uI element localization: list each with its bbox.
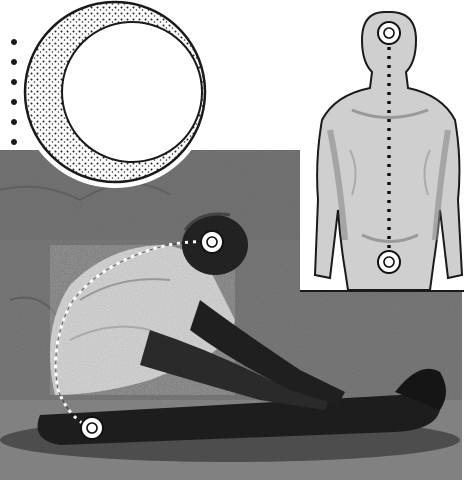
crown-chakra-marker-back bbox=[378, 22, 400, 44]
root-chakra-marker-back bbox=[378, 251, 400, 273]
